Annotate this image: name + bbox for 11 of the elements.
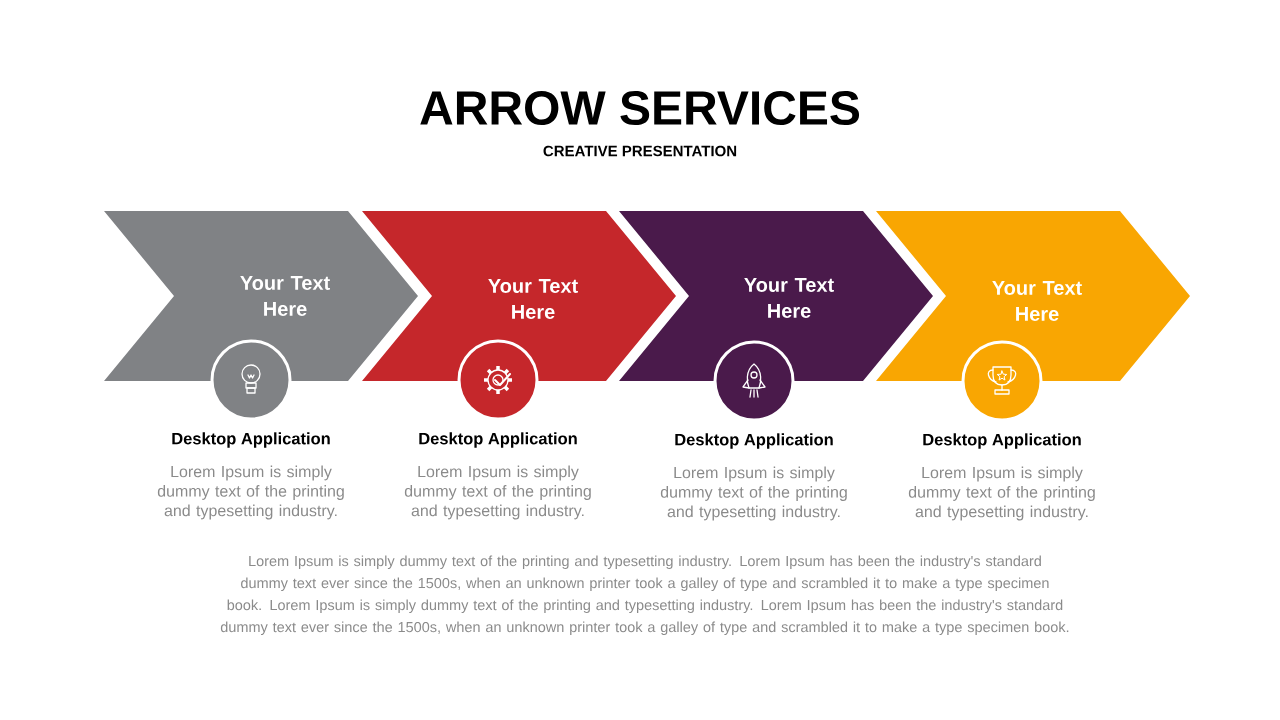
item-heading: Desktop Application <box>675 433 833 449</box>
item-heading: Desktop Application <box>172 432 330 448</box>
item-description: Lorem Ipsum is simply dummy text of the printing and typesetting industry. <box>157 465 344 520</box>
item-description: Lorem Ipsum is simply dummy text of the printing and typesetting industry. <box>660 466 847 521</box>
subtitle: CREATIVE PRESENTATION <box>543 145 737 157</box>
item-heading: Desktop Application <box>419 432 577 448</box>
item-heading: Desktop Application <box>923 433 1081 449</box>
title: ARROW SERVICES <box>420 91 860 125</box>
item-description: Lorem Ipsum is simply dummy text of the printing and typesetting industry. <box>404 465 591 520</box>
item-description: Lorem Ipsum is simply dummy text of the printing and typesetting industry. <box>908 466 1095 521</box>
paragraph: Lorem Ipsum is simply dummy text of the printing and typesetting industry. Lorem Ipsum has been the industry's standard dummy text ever since the 1500s, when an unknown printer took a galley of type and scrambled it to make a type specimen book. Lorem Ipsum is simply dummy text of the printing and typesetting industry. Lorem Ipsum has been the industry's standard dummy text ever since the 1500s, when an unknown printer took a galley of type and scrambled it to make a type specimen book. <box>220 555 1069 636</box>
